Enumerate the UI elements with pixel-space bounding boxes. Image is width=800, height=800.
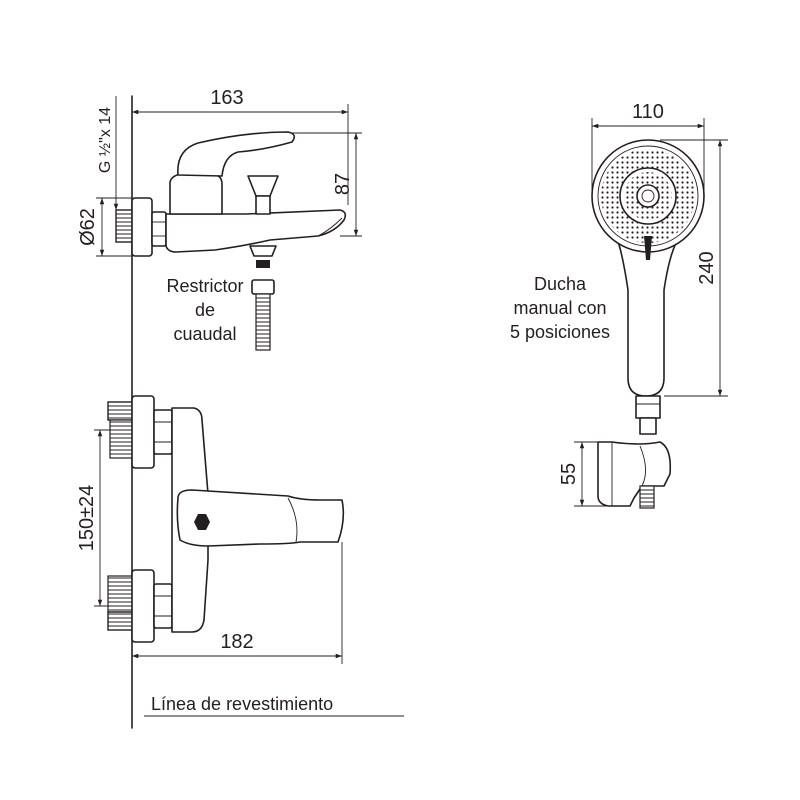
dim-163-label: 163 bbox=[210, 87, 243, 109]
upper-rosette bbox=[131, 395, 155, 469]
threaded-inlet bbox=[115, 209, 133, 243]
holder-hose bbox=[639, 485, 655, 509]
diverter-stem bbox=[255, 195, 271, 215]
diverter-knob bbox=[247, 175, 279, 197]
handshower-callout: Ducha manual con 5 posiciones bbox=[510, 274, 610, 342]
shower-connector bbox=[635, 395, 661, 419]
dim-240: 240 bbox=[660, 139, 728, 397]
wall-line-label: Línea de revestimiento bbox=[151, 694, 333, 714]
restrictor-callout: Restrictor de cuaudal bbox=[166, 276, 243, 344]
handshower-label-line3: 5 posiciones bbox=[510, 322, 610, 342]
dim-diameter: Ø62 bbox=[77, 197, 132, 257]
upper-nut bbox=[153, 409, 173, 455]
dim-87: 87 bbox=[292, 132, 362, 237]
dim-182-label: 182 bbox=[220, 631, 253, 653]
mixer-side-view bbox=[115, 131, 347, 351]
diameter-label: Ø62 bbox=[77, 208, 99, 246]
dim-inlet-spacing: 150±24 bbox=[76, 429, 120, 607]
restrictor-label-line3: cuaudal bbox=[173, 324, 236, 344]
restrictor-label-line1: Restrictor bbox=[166, 276, 243, 296]
restrictor-label-line2: de bbox=[195, 300, 215, 320]
dim-55-label: 55 bbox=[558, 463, 580, 485]
brand-logo-icon bbox=[194, 514, 210, 530]
lower-rosette bbox=[131, 569, 155, 643]
wall-line-callout: Línea de revestimiento bbox=[144, 694, 404, 717]
hose-nut bbox=[251, 279, 275, 295]
flow-restrictor bbox=[256, 260, 270, 268]
dim-240-label: 240 bbox=[696, 251, 718, 284]
hand-shower bbox=[591, 139, 705, 435]
shower-holder bbox=[597, 441, 672, 509]
front-lever bbox=[176, 489, 345, 547]
cartridge-column bbox=[169, 173, 223, 215]
dim-thread: G ½"x 14 bbox=[97, 96, 119, 210]
shower-outlet bbox=[249, 245, 277, 257]
mixer-front-view bbox=[107, 395, 345, 643]
inlet-spacing-label: 150±24 bbox=[76, 485, 98, 552]
holder-body bbox=[597, 441, 672, 507]
handshower-label-line1: Ducha bbox=[534, 274, 587, 294]
lower-inlet-thread bbox=[107, 575, 133, 613]
dim-87-label: 87 bbox=[332, 173, 354, 195]
shower-hose bbox=[255, 293, 271, 351]
lever-handle bbox=[177, 131, 296, 177]
dim-163: 163 bbox=[132, 87, 349, 205]
mixer-body bbox=[165, 209, 347, 253]
wall-rosette bbox=[131, 197, 153, 257]
connector-nut bbox=[151, 211, 167, 247]
dim-182: 182 bbox=[132, 542, 343, 664]
dim-110-label: 110 bbox=[632, 101, 664, 123]
spray-selector-icon bbox=[644, 236, 652, 260]
dim-55: 55 bbox=[558, 441, 608, 507]
thread-label: G ½"x 14 bbox=[97, 107, 114, 173]
lower-nut bbox=[153, 583, 173, 629]
handshower-label-line2: manual con bbox=[513, 298, 606, 318]
dim-110: 110 bbox=[591, 101, 705, 196]
upper-inlet-thread bbox=[107, 401, 133, 421]
